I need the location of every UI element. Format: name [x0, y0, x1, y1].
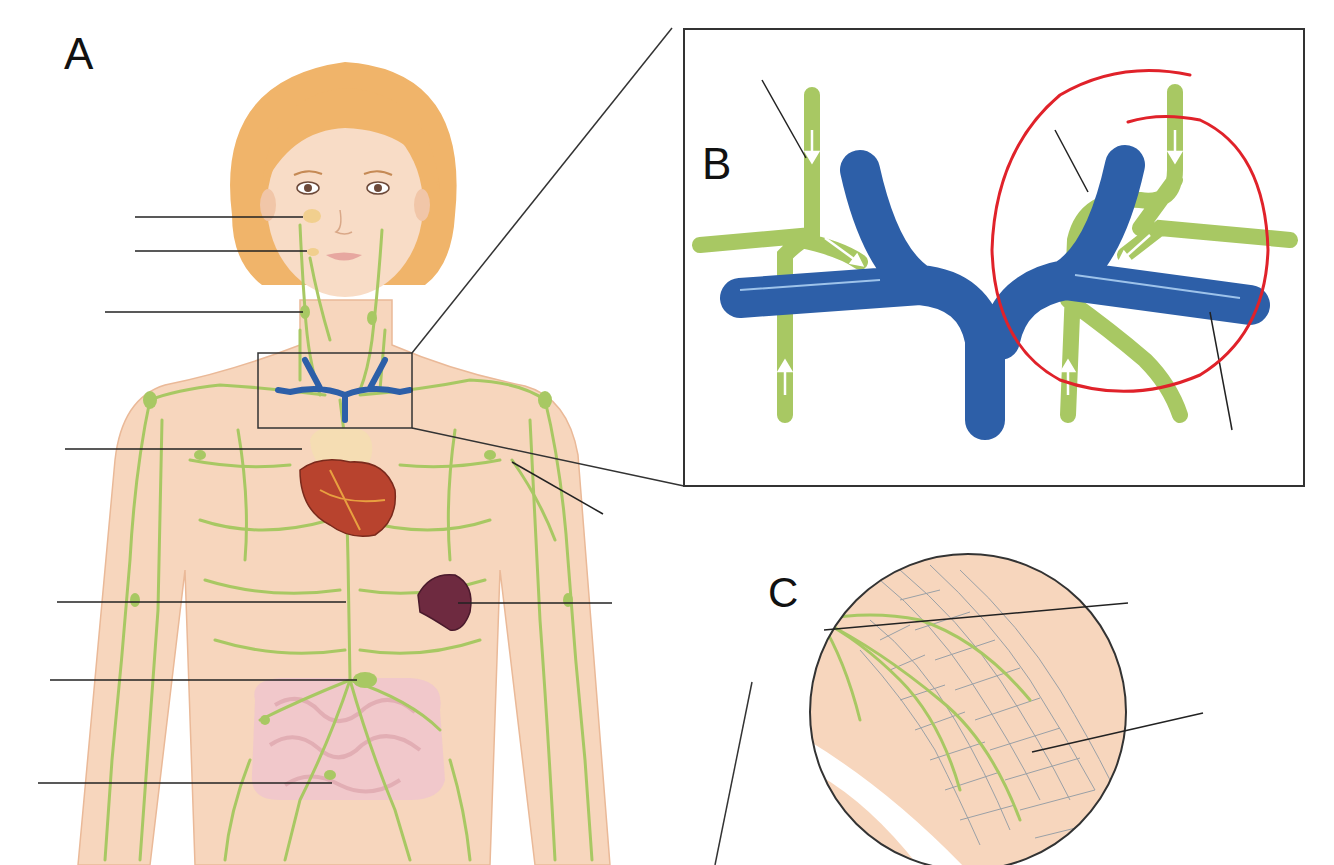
palm [790, 760, 920, 865]
leader-lines [824, 603, 1203, 752]
panel-letter: C [768, 572, 798, 614]
panel-letter: A [64, 32, 93, 76]
lymph-nodes [130, 305, 573, 780]
zoom-line [715, 682, 752, 865]
intestines [252, 678, 445, 800]
zoom-box [258, 353, 412, 428]
zoom-line [412, 28, 672, 353]
nose [336, 210, 352, 234]
brow [294, 171, 392, 175]
fingernail [1085, 824, 1120, 863]
finger [790, 545, 1140, 865]
flow-arrows [740, 130, 1240, 395]
annotation-circle [992, 71, 1268, 392]
heart [300, 460, 395, 536]
intestine-folds [270, 699, 420, 792]
eye [304, 184, 312, 192]
ear [414, 189, 430, 221]
lymph-vessels [105, 225, 592, 860]
lymph-capillary-mesh [860, 565, 1110, 845]
panel-letter: B [702, 142, 731, 186]
eye [367, 182, 389, 194]
hair-fringe [262, 88, 440, 190]
vein [278, 360, 410, 420]
veins-large [740, 165, 1250, 420]
salivary-gland [303, 209, 321, 223]
heart-vessels [320, 470, 385, 530]
zoom-line [412, 428, 684, 486]
inset-frame [684, 29, 1304, 486]
tonsil [307, 248, 319, 256]
leader-lines [38, 217, 612, 783]
lymph-vessels-finger [795, 580, 1030, 820]
ear [260, 189, 276, 221]
eye [374, 184, 382, 192]
inset-circle [810, 554, 1126, 865]
eye [297, 182, 319, 194]
body-outline [78, 300, 610, 865]
mouth [326, 253, 362, 261]
leader-lines [762, 80, 1232, 430]
